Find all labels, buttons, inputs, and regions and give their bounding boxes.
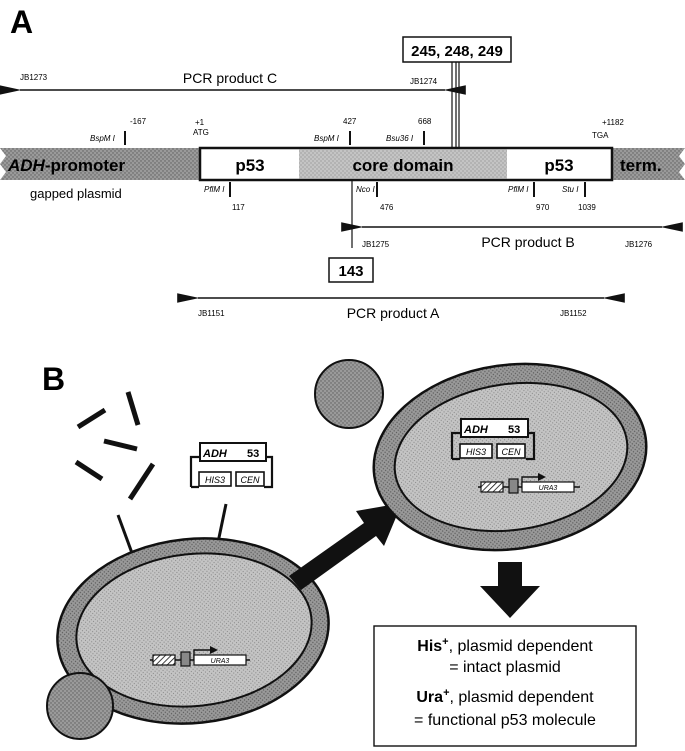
- primer-jb1152: JB1152: [560, 309, 587, 318]
- ura-bold: Ura: [416, 689, 443, 706]
- panel-b-label: B: [42, 361, 65, 397]
- site-minus167: -167: [130, 117, 147, 126]
- free-plasmid-cen: CEN: [240, 475, 260, 485]
- cell-plasmid-cen: CEN: [501, 447, 521, 457]
- panel-a-label: A: [10, 4, 33, 40]
- promoter-suffix: -promoter: [45, 156, 126, 175]
- plasmid-in-cell: ADH 53 HIS3 CEN: [450, 418, 536, 461]
- site-pflmi-1: PflM I: [204, 185, 225, 194]
- result-box: His+, plasmid dependent = intact plasmid…: [373, 625, 637, 747]
- p53-left-label: p53: [235, 156, 264, 175]
- result-line-3: Ura+, plasmid dependent: [416, 687, 594, 706]
- site-117: 117: [232, 203, 245, 212]
- p53-right-label: p53: [544, 156, 573, 175]
- fragment-5: [127, 462, 156, 501]
- core-domain-label: core domain: [352, 156, 453, 175]
- ura-sup: +: [443, 687, 449, 699]
- primer-jb1275: JB1275: [362, 240, 390, 249]
- site-668: 668: [418, 117, 432, 126]
- adh-italic: ADH: [7, 156, 46, 175]
- his-rest: , plasmid dependent: [449, 638, 594, 655]
- result-line-4: = functional p53 molecule: [414, 712, 596, 729]
- his-sup: +: [442, 636, 448, 648]
- plasmid-left-segment: [0, 148, 200, 180]
- site-tga: TGA: [592, 131, 609, 140]
- primer-jb1276: JB1276: [625, 240, 653, 249]
- free-plasmid-53: 53: [247, 448, 259, 460]
- pcr-fragments: [74, 391, 156, 501]
- free-plasmid-adh: ADH: [202, 448, 228, 460]
- site-atg: ATG: [193, 128, 209, 137]
- fragment-2: [125, 391, 141, 426]
- plasmid-right-segment: [612, 148, 685, 180]
- cell-plasmid-adh: ADH: [463, 424, 489, 436]
- big-arrow-up: [289, 503, 402, 590]
- site-bsu36i: Bsu36 I: [386, 134, 414, 143]
- free-plasmid-his3: HIS3: [205, 475, 225, 485]
- site-pflmi-2: PflM I: [508, 185, 529, 194]
- primer-jb1274: JB1274: [410, 77, 438, 86]
- fragment-1: [76, 407, 107, 430]
- big-arrow-down: [480, 562, 540, 618]
- site-bspmi-2: BspM I: [314, 134, 340, 143]
- fragment-3: [103, 438, 138, 452]
- gapped-plasmid-label: gapped plasmid: [30, 186, 122, 201]
- plasmid-free: ADH 53 HIS3 CEN: [189, 442, 274, 489]
- site-970: 970: [536, 203, 550, 212]
- site-1039: 1039: [578, 203, 596, 212]
- site-427: 427: [343, 117, 357, 126]
- core-domain-region: [299, 149, 507, 179]
- primer-jb1151: JB1151: [198, 309, 225, 318]
- site-stui: Stu I: [562, 185, 579, 194]
- pcr-product-c-label: PCR product C: [183, 70, 277, 86]
- ura-rest: , plasmid dependent: [450, 689, 595, 706]
- cell-plasmid-his3: HIS3: [466, 447, 486, 457]
- ura3-reporter-right: URA3: [478, 473, 580, 494]
- bud-right: [314, 359, 384, 429]
- result-line-1: His+, plasmid dependent: [417, 636, 593, 655]
- ura3-reporter-left: URA3: [150, 646, 250, 667]
- ura3-left-label: URA3: [211, 658, 230, 665]
- adh-promoter-label: ADH-promoter: [7, 156, 126, 175]
- mutation-box-bottom: 143: [328, 257, 374, 283]
- his-bold: His: [417, 638, 442, 655]
- primer-jb1273: JB1273: [20, 73, 48, 82]
- site-476: 476: [380, 203, 394, 212]
- yeast-cell-left: [46, 537, 330, 740]
- site-bspmi-1: BspM I: [90, 134, 116, 143]
- mutation-box-top: 245, 248, 249: [402, 36, 512, 63]
- site-plus1182: +1182: [602, 118, 624, 127]
- result-line-2: = intact plasmid: [449, 659, 561, 676]
- cell-plasmid-53: 53: [508, 424, 520, 436]
- pcr-product-b-label: PCR product B: [481, 234, 574, 250]
- fragment-4: [74, 459, 104, 482]
- site-plus1: +1: [195, 118, 205, 127]
- mutation-top-label: 245, 248, 249: [411, 43, 503, 60]
- site-ncoi: Nco I: [356, 185, 375, 194]
- pcr-product-a-label: PCR product A: [347, 305, 440, 321]
- bud-left: [46, 672, 114, 740]
- mutation-bottom-label: 143: [338, 263, 363, 280]
- ura3-right-label: URA3: [539, 485, 558, 492]
- term-label: term.: [620, 156, 662, 175]
